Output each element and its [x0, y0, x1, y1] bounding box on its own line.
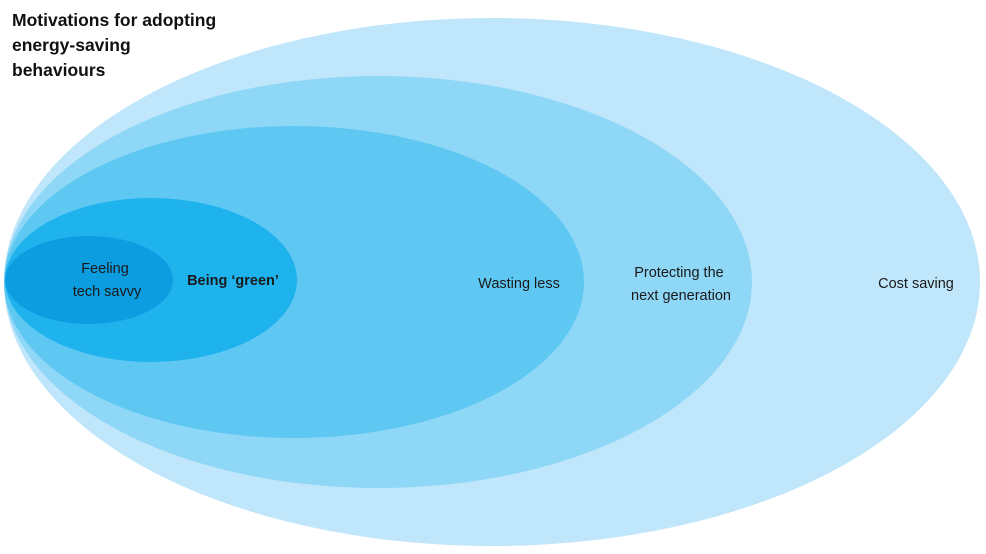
ellipse-feeling-tech-savvy: [5, 236, 173, 324]
label-protecting-line-1: Protecting the: [634, 265, 723, 281]
label-feeling-tech-savvy: Feeling tech savvy: [73, 261, 142, 300]
label-wasting-less-line-1: Wasting less: [478, 276, 560, 292]
label-cost-saving-line-1: Cost saving: [878, 276, 954, 292]
label-protecting-next-generation: Protecting the next generation: [631, 265, 731, 304]
diagram-title-line-1: Motivations for adopting: [12, 10, 217, 30]
label-being-green-line-1: Being ‘green’: [187, 273, 279, 289]
label-feeling-line-1: Feeling: [81, 261, 129, 277]
label-wasting-less: Wasting less: [478, 276, 560, 292]
diagram-title-line-2: energy-saving: [12, 35, 131, 55]
diagram-title-line-3: behaviours: [12, 60, 106, 80]
label-protecting-line-2: next generation: [631, 288, 731, 304]
label-feeling-line-2: tech savvy: [73, 284, 142, 300]
label-cost-saving: Cost saving: [878, 276, 954, 292]
label-being-green: Being ‘green’: [187, 273, 279, 289]
diagram-title: Motivations for adopting energy-saving b…: [12, 8, 272, 83]
